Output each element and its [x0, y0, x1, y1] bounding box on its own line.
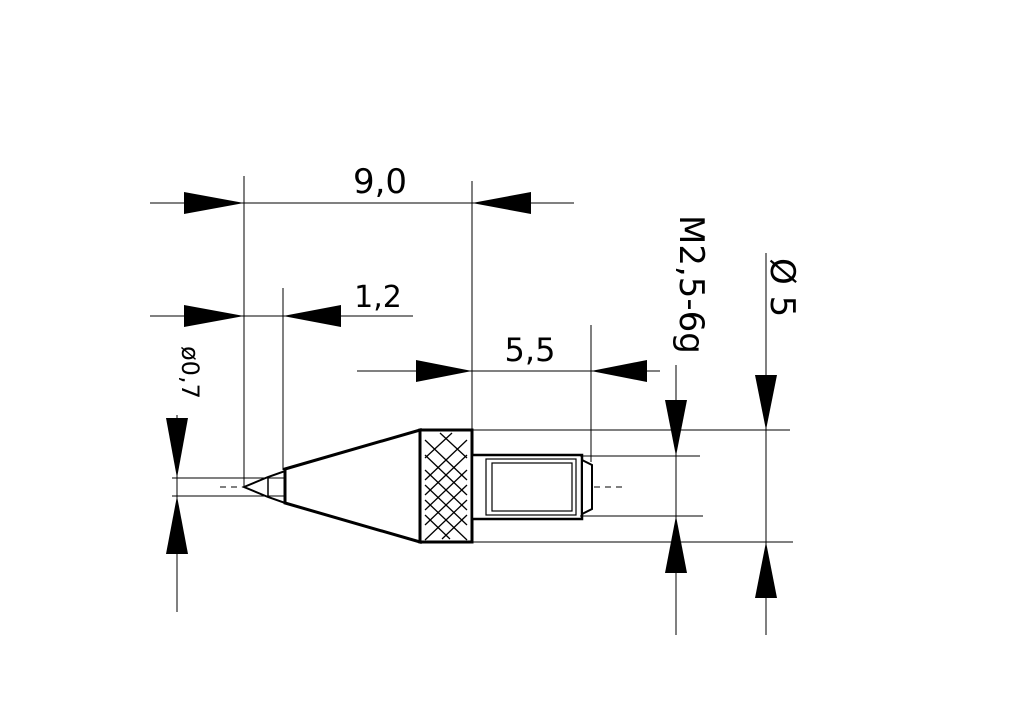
stylus-part: [220, 428, 625, 544]
arrow-tip-right: [283, 305, 341, 327]
extension-lines: [172, 176, 793, 543]
knurl-pattern: [424, 432, 468, 541]
dim-overall-length: 9,0: [353, 162, 407, 202]
arrow-thread-left: [416, 360, 472, 382]
arrow-tip-left: [184, 305, 244, 327]
arrow-tipdia-bottom: [166, 496, 188, 554]
dim-tip-length: 1,2: [354, 280, 402, 315]
arrow-overall-left: [184, 192, 244, 214]
arrow-threaddia-top: [665, 400, 687, 456]
dim-body-diameter: Ø 5: [762, 258, 802, 317]
arrow-bodydia-bottom: [755, 542, 777, 598]
arrow-bodydia-top: [755, 375, 777, 430]
knurled-collar: [418, 428, 474, 544]
dim-tip-diameter: ø0,7: [176, 346, 204, 399]
thread-inner-1: [485, 458, 577, 516]
cone-body: [283, 428, 422, 544]
arrow-tipdia-top: [166, 418, 188, 478]
arrow-thread-right: [591, 360, 647, 382]
tip-needle: [241, 469, 286, 505]
arrow-overall-right: [472, 192, 531, 214]
dim-thread-spec: M2,5-6g: [671, 215, 711, 354]
thread-inner-2: [491, 462, 573, 512]
thread-chamfer: [581, 458, 593, 516]
arrowheads: [166, 192, 777, 598]
arrow-threaddia-bottom: [665, 516, 687, 573]
thread-shank: [470, 453, 584, 521]
dim-thread-length: 5,5: [505, 331, 556, 369]
